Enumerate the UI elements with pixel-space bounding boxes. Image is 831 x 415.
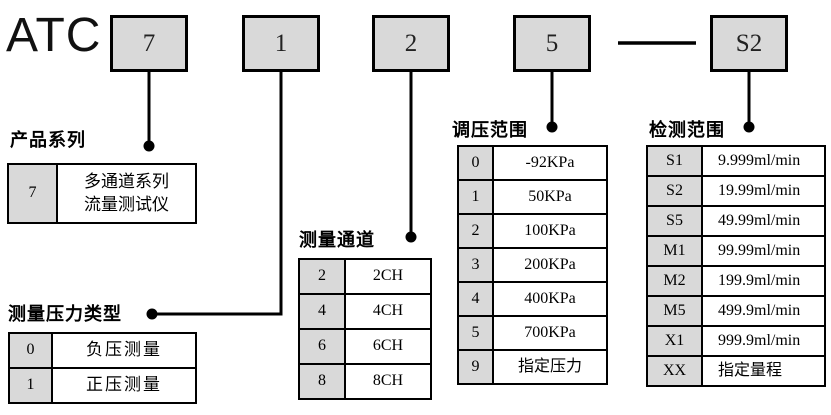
code-cell: 0 (457, 145, 494, 181)
code-cell: M1 (646, 235, 703, 267)
code-cell: 2 (298, 258, 346, 295)
table-row: 8 8CH (298, 363, 432, 400)
desc-cell: 400KPa (492, 281, 608, 317)
desc-cell: 99.99ml/min (701, 235, 826, 267)
code-cell: XX (646, 355, 703, 387)
connector-series-dot (143, 140, 155, 152)
label-detect-range: 检测范围 (649, 120, 725, 140)
code-box-series-value: 7 (142, 29, 156, 57)
table-row: X1 999.9ml/min (646, 325, 826, 357)
desc-cell: 正压测量 (51, 367, 197, 404)
desc-cell: 指定量程 (701, 355, 826, 387)
table-row: 0 负压测量 (8, 332, 197, 369)
code-cell: 7 (7, 163, 58, 224)
code-box-pressure-range: 5 (513, 15, 591, 72)
desc-cell: 999.9ml/min (701, 325, 826, 357)
table-row: 2 100KPa (457, 213, 608, 249)
desc-cell: 9.999ml/min (701, 145, 826, 177)
connector-pressure-type-dot (146, 308, 158, 320)
table-row: 6 6CH (298, 328, 432, 365)
connector-pressure-range-dot (546, 121, 558, 133)
code-box-pressure-range-value: 5 (545, 29, 559, 57)
pressure-type-table: 0 负压测量 1 正压测量 (8, 332, 197, 404)
code-cell: S5 (646, 205, 703, 237)
code-box-channels: 2 (372, 15, 450, 72)
connector-channels-dot (405, 231, 417, 243)
code-cell: 0 (8, 332, 53, 369)
code-cell: 1 (457, 179, 494, 215)
code-box-detect-range-value: S2 (735, 29, 763, 57)
table-row: 3 200KPa (457, 247, 608, 283)
table-row: 4 4CH (298, 293, 432, 330)
table-row: 9 指定压力 (457, 349, 608, 385)
desc-cell: 49.99ml/min (701, 205, 826, 237)
desc-cell: 19.99ml/min (701, 175, 826, 207)
code-cell: 8 (298, 363, 346, 400)
desc-cell: 指定压力 (492, 349, 608, 385)
desc-cell: 199.9ml/min (701, 265, 826, 297)
table-row: M1 99.99ml/min (646, 235, 826, 267)
table-row: M2 199.9ml/min (646, 265, 826, 297)
code-cell: 3 (457, 247, 494, 283)
table-row: S2 19.99ml/min (646, 175, 826, 207)
desc-cell: 499.9ml/min (701, 295, 826, 327)
product-series-table: 7 多通道系列 流量测试仪 (7, 163, 197, 224)
code-cell: 2 (457, 213, 494, 249)
desc-cell: -92KPa (492, 145, 608, 181)
table-row: 0 -92KPa (457, 145, 608, 181)
table-row: 7 多通道系列 流量测试仪 (7, 163, 197, 224)
code-cell: M2 (646, 265, 703, 297)
channels-table: 2 2CH 4 4CH 6 6CH 8 8CH (298, 258, 432, 400)
table-row: 5 700KPa (457, 315, 608, 351)
code-cell: S1 (646, 145, 703, 177)
table-row: S5 49.99ml/min (646, 205, 826, 237)
connector-pressure-type-line (155, 72, 283, 316)
desc-cell: 2CH (344, 258, 432, 295)
table-row: S1 9.999ml/min (646, 145, 826, 177)
desc-cell: 6CH (344, 328, 432, 365)
desc-cell: 多通道系列 流量测试仪 (56, 163, 197, 224)
table-row: 1 50KPa (457, 179, 608, 215)
desc-cell: 200KPa (492, 247, 608, 283)
code-cell: 5 (457, 315, 494, 351)
table-row: 4 400KPa (457, 281, 608, 317)
table-row: M5 499.9ml/min (646, 295, 826, 327)
table-row: XX 指定量程 (646, 355, 826, 387)
code-cell: 4 (298, 293, 346, 330)
code-cell: 9 (457, 349, 494, 385)
code-box-pressure-type-value: 1 (274, 29, 288, 57)
code-cell: 1 (8, 367, 53, 404)
code-box-series: 7 (110, 15, 188, 72)
label-pressure-type: 测量压力类型 (8, 304, 122, 324)
code-cell: S2 (646, 175, 703, 207)
code-cell: 4 (457, 281, 494, 317)
desc-cell: 8CH (344, 363, 432, 400)
label-product-series: 产品系列 (10, 130, 86, 150)
connector-detect-range-dot (743, 121, 755, 133)
product-prefix-text: ATC (6, 9, 102, 62)
code-cell: M5 (646, 295, 703, 327)
desc-cell: 700KPa (492, 315, 608, 351)
table-row: 1 正压测量 (8, 367, 197, 404)
label-pressure-range: 调压范围 (452, 120, 528, 140)
code-box-pressure-type: 1 (242, 15, 320, 72)
label-channels: 测量通道 (299, 230, 375, 250)
code-box-detect-range: S2 (710, 15, 788, 72)
desc-cell: 负压测量 (51, 332, 197, 369)
desc-cell: 50KPa (492, 179, 608, 215)
table-row: 2 2CH (298, 258, 432, 295)
detect-range-table: S1 9.999ml/min S2 19.99ml/min S5 49.99ml… (646, 145, 826, 387)
desc-cell: 4CH (344, 293, 432, 330)
code-cell: 6 (298, 328, 346, 365)
pressure-range-table: 0 -92KPa 1 50KPa 2 100KPa 3 200KPa 4 400… (457, 145, 608, 385)
code-cell: X1 (646, 325, 703, 357)
desc-cell: 100KPa (492, 213, 608, 249)
code-box-channels-value: 2 (404, 29, 418, 57)
